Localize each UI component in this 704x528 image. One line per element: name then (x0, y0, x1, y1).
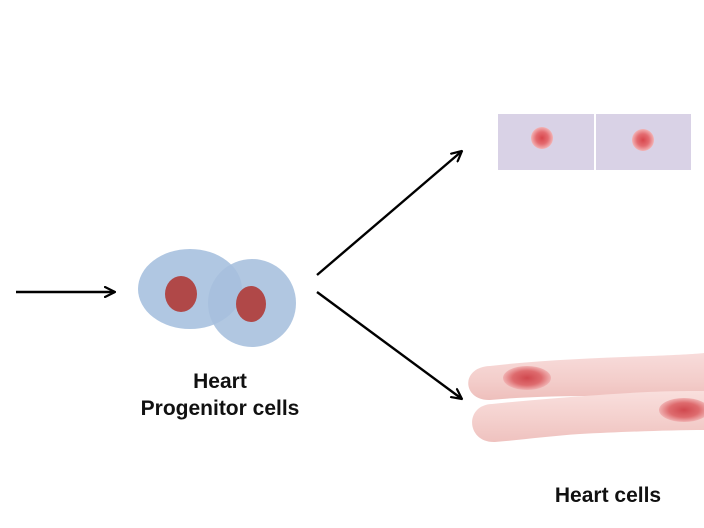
progenitor-nucleus-left (165, 276, 197, 312)
arrow-to-muscle-cells (316, 291, 462, 399)
endothelial-nucleus-right (632, 129, 654, 151)
endothelial-cells (498, 114, 691, 170)
muscle-nucleus-upper (503, 366, 551, 390)
progenitor-label-line2: Progenitor cells (140, 397, 300, 420)
progenitor-cells (138, 249, 296, 347)
muscle-nucleus-lower (659, 398, 704, 422)
progenitor-cells-label: Heart Progenitor cells (100, 368, 340, 422)
progenitor-label-line1: Heart (193, 370, 247, 393)
muscle-cell-lower (472, 391, 704, 443)
heart-muscle-cells (468, 353, 704, 443)
endothelial-nucleus-left (531, 127, 553, 149)
heart-cells-label: Heart cells (554, 484, 662, 507)
progenitor-nucleus-right (236, 286, 266, 322)
arrow-to-endothelial-cells (316, 151, 462, 276)
